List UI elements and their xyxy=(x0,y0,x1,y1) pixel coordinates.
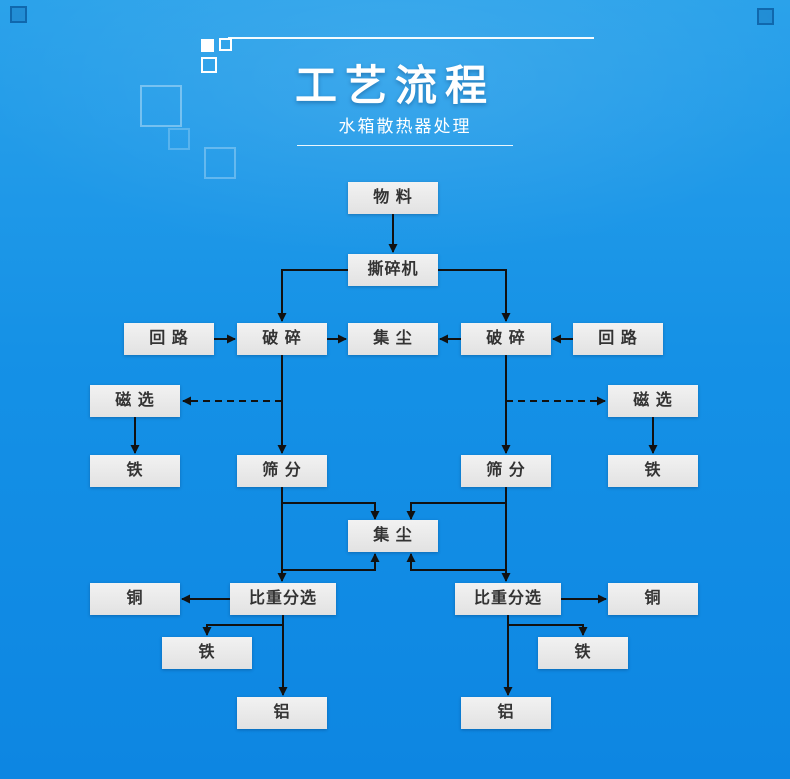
node-copper-right: 铜 xyxy=(608,583,698,615)
node-aluminum-left: 铝 xyxy=(237,697,327,729)
edge-screen-left-to-dust-center xyxy=(281,487,380,520)
node-iron-left: 铁 xyxy=(90,455,180,487)
title-square-solid-decoration xyxy=(201,39,214,52)
node-iron2-right: 铁 xyxy=(538,637,628,669)
edge-shredder-to-crusher-right xyxy=(438,269,511,322)
title-square-outline-decoration-1 xyxy=(219,38,232,51)
node-gravity-separator-right: 比重分选 xyxy=(455,583,561,615)
edge-gravity-right-to-dust-center xyxy=(406,553,506,571)
title-square-outline-decoration-2 xyxy=(201,57,217,73)
edge-screen-right-to-dust-center xyxy=(406,487,507,520)
edge-shredder-to-crusher-left xyxy=(277,269,348,322)
page-subtitle-underline: 水箱散热器处理 xyxy=(297,112,513,146)
node-loop-left: 回 路 xyxy=(124,323,214,355)
node-crusher-left: 破 碎 xyxy=(237,323,327,355)
node-dust-collector-top: 集 尘 xyxy=(348,323,438,355)
edge-gravity-left-to-iron2-left xyxy=(202,615,284,636)
node-screen-right: 筛 分 xyxy=(461,455,551,487)
node-screen-left: 筛 分 xyxy=(237,455,327,487)
node-magnetic-right: 磁 选 xyxy=(608,385,698,417)
page-subtitle: 水箱散热器处理 xyxy=(338,117,472,136)
node-iron-right: 铁 xyxy=(608,455,698,487)
background-square-decoration-2 xyxy=(168,128,190,150)
background-square-decoration-3 xyxy=(204,147,236,179)
node-crusher-right: 破 碎 xyxy=(461,323,551,355)
node-shredder: 撕碎机 xyxy=(348,254,438,286)
edge-gravity-right-to-iron2-right xyxy=(507,615,588,636)
node-gravity-separator-left: 比重分选 xyxy=(230,583,336,615)
corner-square-decoration-right xyxy=(757,8,774,25)
node-magnetic-left: 磁 选 xyxy=(90,385,180,417)
background-square-decoration-1 xyxy=(140,85,182,127)
node-material: 物 料 xyxy=(348,182,438,214)
node-copper-left: 铜 xyxy=(90,583,180,615)
corner-square-decoration-left xyxy=(10,6,27,23)
page-title: 工艺流程 xyxy=(294,62,495,109)
node-dust-collector-center: 集 尘 xyxy=(348,520,438,552)
edge-gravity-left-to-dust-center xyxy=(282,553,380,571)
title-top-line-decoration xyxy=(228,37,594,39)
node-iron2-left: 铁 xyxy=(162,637,252,669)
node-aluminum-right: 铝 xyxy=(461,697,551,729)
node-loop-right: 回 路 xyxy=(573,323,663,355)
